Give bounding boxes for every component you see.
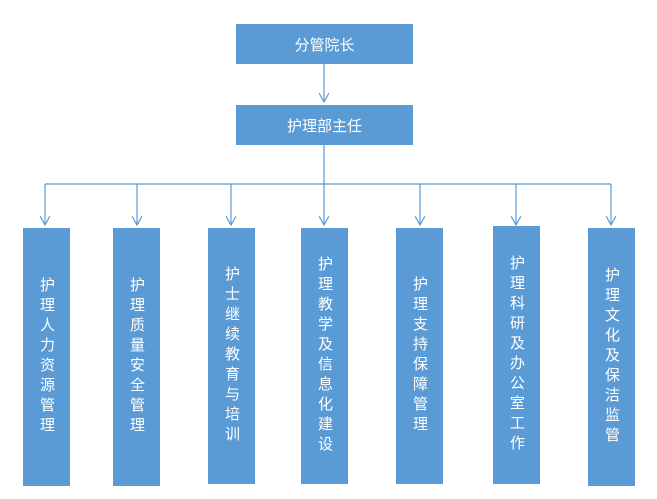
dept-node-quality-safety: 护理质量安全管理: [113, 228, 160, 486]
dept-node-continuing-education: 护士继续教育与培训: [208, 228, 255, 484]
second-node-nursing-director: 护理部主任: [236, 105, 413, 145]
dept-node-support-services: 护理支持保障管理: [396, 228, 443, 484]
dept-node-label: 护理质量安全管理: [128, 277, 146, 437]
dept-node-label: 护士继续教育与培训: [223, 266, 241, 446]
dept-node-teaching-informatization: 护理教学及信息化建设: [301, 228, 348, 484]
dept-node-label: 护理人力资源管理: [38, 277, 56, 437]
dept-node-label: 护理教学及信息化建设: [316, 256, 334, 456]
dept-node-label: 护理支持保障管理: [411, 276, 429, 436]
dept-node-label: 护理文化及保洁监管: [603, 267, 621, 447]
second-node-label: 护理部主任: [286, 116, 362, 135]
dept-node-culture-cleaning: 护理文化及保洁监管: [588, 228, 635, 486]
dept-node-research-office: 护理科研及办公室工作: [493, 226, 540, 484]
top-node-vice-president: 分管院长: [236, 24, 413, 64]
dept-node-label: 护理科研及办公室工作: [508, 255, 526, 455]
dept-node-hr-management: 护理人力资源管理: [23, 228, 70, 486]
top-node-label: 分管院长: [294, 35, 355, 54]
